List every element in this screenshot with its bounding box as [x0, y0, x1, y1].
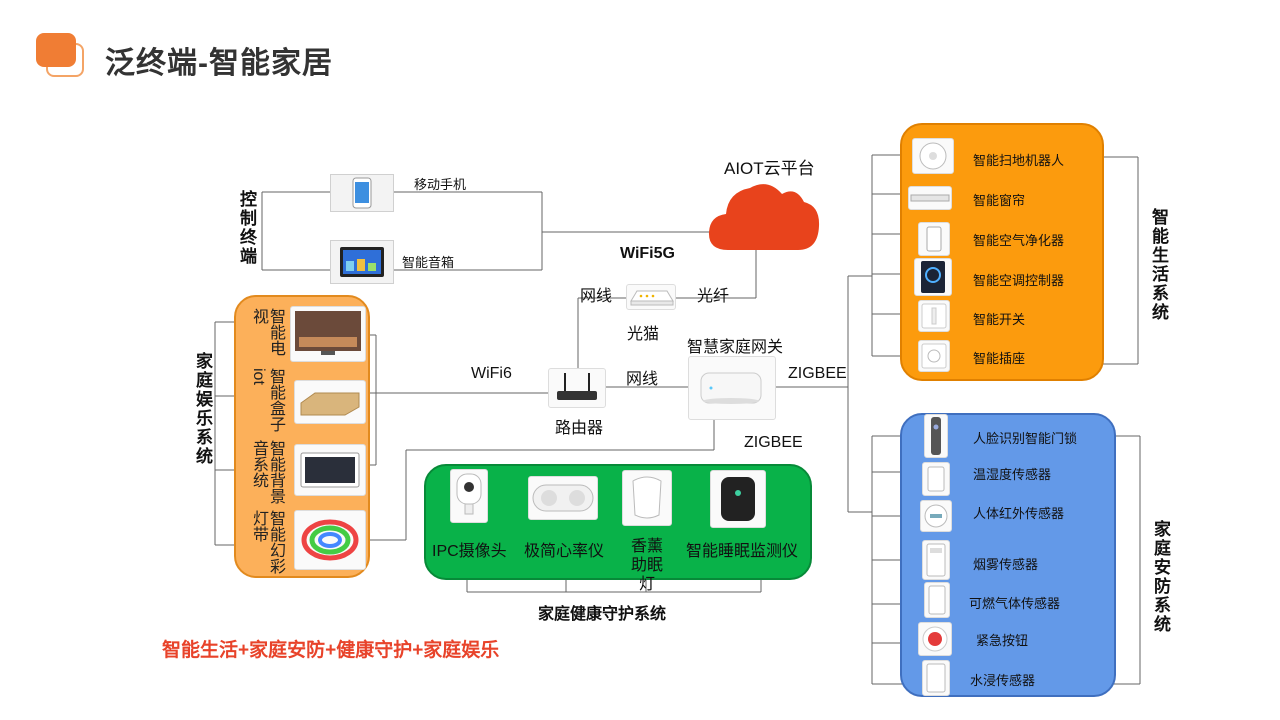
entertainment-group-label: 家庭娱乐系统 [193, 352, 212, 466]
health-group-label: 家庭健康守护系统 [538, 606, 667, 623]
wifi6-label: WiFi6 [471, 365, 512, 382]
smart-socket-icon [921, 343, 947, 369]
smart-tv-icon [295, 311, 361, 355]
led-strip-icon [301, 519, 359, 561]
air-purifier-image [918, 222, 950, 256]
modem-icon [630, 290, 674, 306]
emergency-button-icon [922, 626, 948, 652]
gas-sensor-icon [928, 585, 946, 615]
health-item: 香薰助眠灯 [630, 538, 663, 593]
security-item: 紧急按钮 [976, 633, 1029, 648]
router-icon [557, 373, 597, 400]
door-lock-icon [931, 417, 941, 455]
gateway-icon [700, 372, 762, 404]
gateway-image [688, 356, 776, 420]
control-group-label: 控制终端 [237, 190, 256, 266]
door-lock-image [924, 414, 948, 458]
phone-icon [352, 177, 372, 209]
pir-sensor-icon [924, 504, 948, 528]
entertainment-item: 智能电视 [250, 308, 284, 356]
ac-controller-icon [921, 261, 945, 293]
led-strip-image [294, 510, 366, 570]
security-item: 烟雾传感器 [973, 557, 1039, 572]
wire-label-1: 网线 [580, 288, 613, 305]
summary-text: 智能生活+家庭安防+健康守护+家庭娱乐 [162, 640, 500, 661]
security-group-label: 家庭安防系统 [1151, 520, 1170, 634]
page-title: 泛终端-智能家居 [105, 47, 333, 80]
wire-label-2: 网线 [626, 371, 659, 388]
water-sensor-icon [926, 663, 946, 693]
robot-vacuum-icon [919, 142, 947, 170]
security-item: 人体红外传感器 [973, 506, 1065, 521]
wifi5g-label: WiFi5G [620, 245, 675, 262]
gateway-label: 智慧家庭网关 [687, 339, 784, 356]
zigbee-label-1: ZIGBEE [788, 365, 847, 382]
modem-image [626, 284, 676, 310]
smart-screen-icon [340, 247, 384, 277]
logo-mark [36, 33, 76, 67]
security-item: 可燃气体传感器 [969, 596, 1061, 611]
smoke-sensor-icon [926, 543, 946, 577]
cloud-label: AIOT云平台 [724, 159, 815, 178]
smoke-sensor-image [922, 540, 950, 580]
thermo-sensor-image [922, 462, 950, 496]
curtain-image [908, 186, 952, 210]
thermo-sensor-icon [927, 466, 945, 492]
speaker-label: 智能音箱 [402, 255, 455, 270]
smart-switch-image [918, 300, 950, 332]
sleep-monitor-icon [721, 477, 755, 521]
entertainment-item: 智能盒子 iot [250, 368, 284, 432]
pir-sensor-image [920, 500, 952, 532]
cloud-icon [708, 184, 820, 250]
health-item: 智能睡眠监测仪 [686, 543, 799, 560]
background-music-image [294, 444, 366, 496]
water-sensor-image [922, 660, 950, 696]
smart-life-item: 智能窗帘 [973, 193, 1026, 208]
heart-rate-monitor-image [528, 476, 598, 520]
smart-life-item: 智能空气净化器 [973, 233, 1065, 248]
security-item: 人脸识别智能门锁 [973, 431, 1078, 446]
emergency-button-image [918, 622, 952, 656]
health-item: 极简心率仪 [524, 543, 605, 560]
health-item: IPC摄像头 [432, 543, 507, 560]
smart-switch-icon [921, 303, 947, 329]
smart-socket-image [918, 340, 950, 372]
music-panel-icon [300, 452, 360, 488]
smart-life-item: 智能空调控制器 [973, 273, 1065, 288]
smart-tv-image [290, 306, 366, 362]
security-item: 温湿度传感器 [973, 467, 1052, 482]
router-image [548, 368, 606, 408]
router-label: 路由器 [555, 420, 604, 437]
speaker-image [330, 240, 394, 284]
modem-label: 光猫 [627, 326, 660, 343]
security-item: 水浸传感器 [970, 673, 1036, 688]
entertainment-item: 智能背景音系统 [250, 440, 284, 504]
smart-box-image [294, 380, 366, 424]
phone-image [330, 174, 394, 212]
smart-life-group-label: 智能生活系统 [1149, 208, 1168, 322]
aroma-lamp-image [622, 470, 672, 526]
ipc-camera-image [450, 469, 488, 523]
gas-sensor-image [924, 582, 950, 618]
robot-vacuum-image [912, 138, 954, 174]
curtain-motor-icon [910, 194, 950, 202]
ac-controller-image [914, 258, 952, 296]
entertainment-item: 智能幻彩灯带 [250, 510, 284, 574]
aroma-lamp-icon [632, 476, 662, 519]
fiber-label: 光纤 [697, 288, 730, 305]
smart-life-item: 智能扫地机器人 [973, 153, 1065, 168]
zigbee-label-2: ZIGBEE [744, 434, 803, 451]
phone-label: 移动手机 [414, 177, 467, 192]
air-purifier-icon [926, 226, 942, 252]
smart-life-item: 智能开关 [973, 312, 1026, 327]
smart-life-item: 智能插座 [973, 351, 1026, 366]
sleep-monitor-image [710, 470, 766, 528]
heart-rate-monitor-icon [532, 484, 594, 512]
ipc-camera-icon [456, 473, 482, 515]
set-top-box-icon [300, 392, 360, 416]
